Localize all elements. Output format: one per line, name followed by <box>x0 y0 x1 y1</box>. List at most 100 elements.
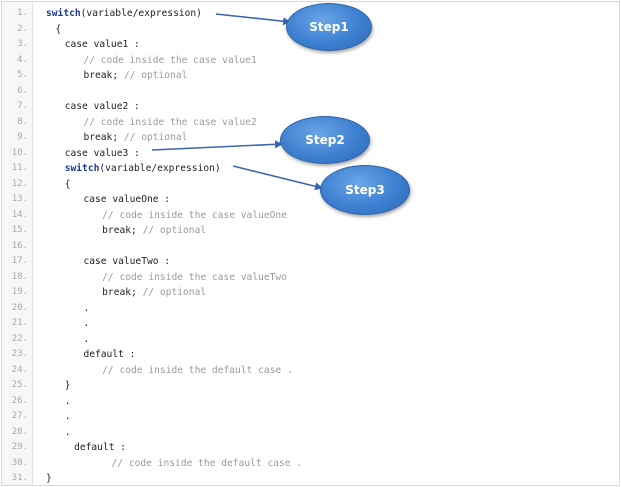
step1-arrow <box>215 13 291 26</box>
code-text: case value3 : <box>64 147 140 159</box>
expression: (variable/expression) <box>99 163 221 174</box>
code-text: break; // optional <box>102 285 206 301</box>
code-line: 4.// code inside the case value1 <box>2 53 619 69</box>
code-line: 10. case value3 : <box>2 146 619 162</box>
code-text: { <box>55 23 62 35</box>
code-text: } <box>46 473 52 484</box>
line-number: 17. <box>11 256 28 266</box>
code-line: 8. // code inside the case value2 <box>2 115 619 131</box>
step3-callout: Step3 <box>320 165 410 215</box>
code-line: 13.case valueOne : <box>2 192 619 208</box>
code-line: 24. // code inside the default case . <box>2 363 619 379</box>
code-text: // code inside the case valueTwo <box>102 270 287 286</box>
code-line: 5. break; // optional <box>2 68 619 84</box>
code-text: . <box>83 318 90 329</box>
code-text: case valueTwo : <box>83 256 171 267</box>
line-number: 24. <box>11 364 28 375</box>
line-number: 16. <box>11 240 28 251</box>
step1-callout: Step1 <box>286 3 372 51</box>
code-text: . <box>83 302 90 314</box>
comment: // code inside the case valueTwo <box>102 271 287 283</box>
code-line: 12. { <box>2 177 619 193</box>
expression: (variable/expression) <box>80 8 202 19</box>
line-number: 25. <box>11 380 28 390</box>
keyword: switch <box>46 8 81 19</box>
code-text: case value1 : <box>64 39 140 50</box>
line-number: 8. <box>17 116 28 127</box>
line-number: 10. <box>11 147 28 158</box>
break-statement: break; <box>83 132 119 143</box>
code-line: 29. default : <box>2 440 619 456</box>
line-number: 20. <box>11 302 28 313</box>
line-number: 23. <box>11 349 28 359</box>
line-number-gutter <box>2 2 33 485</box>
code-line: 17. case valueTwo : <box>2 254 619 270</box>
line-number: 14. <box>11 209 28 220</box>
code-text: // code inside the default case . <box>112 456 303 472</box>
code-text: { <box>64 178 71 190</box>
break-statement: break; <box>102 225 137 236</box>
code-line: 25.} <box>2 378 619 394</box>
code-line: 19. break; // optional <box>2 285 619 301</box>
line-number: 30. <box>11 457 28 468</box>
line-number: 11. <box>11 163 28 173</box>
code-line: 16. <box>2 239 619 255</box>
line-number: 1. <box>17 8 28 18</box>
code-text: case value2 : <box>64 101 140 112</box>
code-text: switch(variable/expression) <box>65 161 221 177</box>
comment: // code inside the case value2 <box>83 116 257 128</box>
line-number: 19. <box>11 287 28 297</box>
code-lines: 1.switch(variable/expression)2.{3.case v… <box>2 6 619 487</box>
code-text: // code inside the case value2 <box>83 115 256 131</box>
code-text: // code inside the case value1 <box>83 53 256 69</box>
line-number: 22. <box>11 333 28 344</box>
code-text: case valueOne : <box>83 194 171 205</box>
comment: // optional <box>123 70 188 81</box>
code-text: . <box>64 411 71 422</box>
comment: // code inside the default case . <box>102 364 293 376</box>
code-text: // code inside the case valueOne <box>102 208 287 224</box>
break-statement: break; <box>83 70 119 81</box>
code-line: 2. { <box>2 22 619 38</box>
comment: // code inside the case valueOne <box>102 209 287 221</box>
line-number: 21. <box>11 318 28 328</box>
code-text: . <box>64 395 71 407</box>
line-number: 12. <box>11 178 28 189</box>
comment: // optional <box>123 132 188 143</box>
keyword: switch <box>64 163 100 174</box>
code-text: . <box>83 333 90 345</box>
step2-callout: Step2 <box>280 116 370 164</box>
code-line: 18.// code inside the case valueTwo <box>2 270 619 286</box>
code-text: default : <box>74 442 127 453</box>
code-line: 27.. <box>2 409 619 425</box>
line-number: 6. <box>17 85 28 96</box>
code-text: } <box>64 380 71 391</box>
comment: // code inside the case value1 <box>83 54 257 66</box>
line-number: 31. <box>11 473 28 483</box>
comment: // optional <box>142 225 207 236</box>
line-number: 26. <box>11 395 28 406</box>
code-text: switch(variable/expression) <box>46 6 202 22</box>
line-number: 7. <box>17 101 28 111</box>
code-line: 14. // code inside the case valueOne <box>2 208 619 224</box>
line-number: 29. <box>11 442 28 452</box>
code-line: 1. switch(variable/expression) <box>2 6 619 22</box>
code-line: 7. case value2 : <box>2 99 619 115</box>
code-line: 3. case value1 : <box>2 37 619 53</box>
code-text: default : <box>83 349 136 360</box>
code-line: 23. default : <box>2 347 619 363</box>
code-line: 15. break; // optional <box>2 223 619 239</box>
line-number: 2. <box>17 23 28 34</box>
code-line: 30. // code inside the default case . <box>2 456 619 472</box>
code-line: 6. <box>2 84 619 100</box>
code-line: 22.. <box>2 332 619 348</box>
step2-arrow <box>151 140 283 151</box>
line-number: 15. <box>11 225 28 235</box>
line-number: 3. <box>17 39 28 49</box>
code-line: 11. switch(variable/expression) <box>2 161 619 177</box>
comment: // optional <box>142 287 207 298</box>
code-line: 20.. <box>2 301 619 317</box>
code-line: 21.. <box>2 316 619 332</box>
line-number: 5. <box>17 70 28 80</box>
